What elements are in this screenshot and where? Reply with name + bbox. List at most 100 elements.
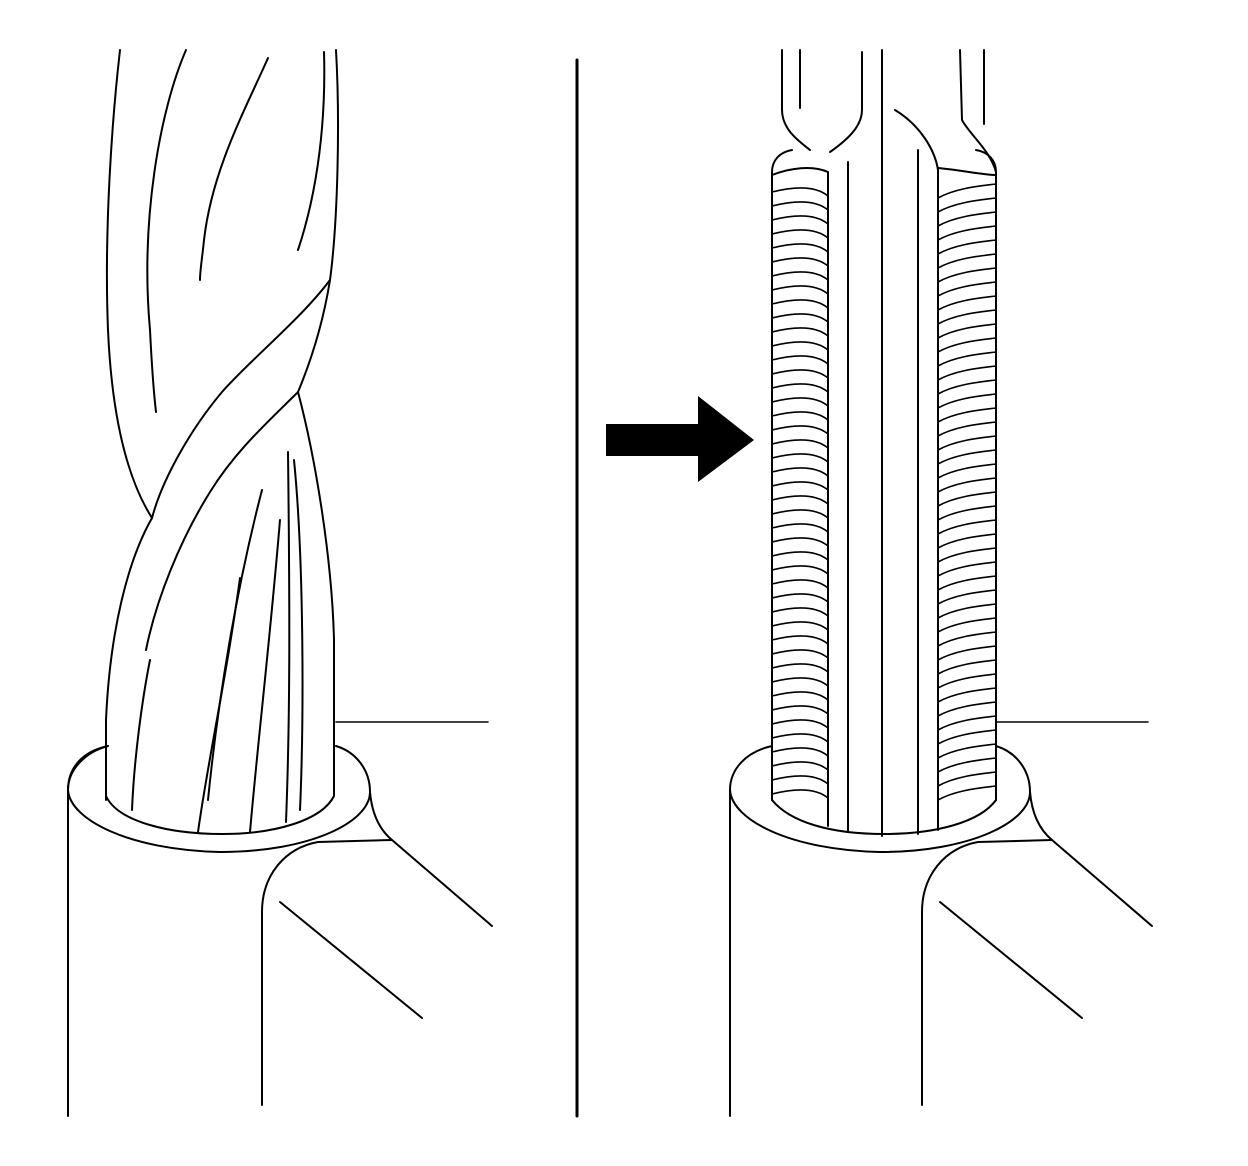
crimp-rib-right xyxy=(937,687,997,703)
crimp-rib-right xyxy=(937,407,997,423)
crimp-rib-left xyxy=(771,579,829,589)
crimp-rib-right xyxy=(937,771,997,787)
crimp-rib-right xyxy=(937,491,997,507)
right-second-wire-inner-line xyxy=(939,901,1083,1019)
crimp-rib-left xyxy=(771,593,829,603)
crimp-rib-right xyxy=(937,239,997,255)
crimp-rib-left xyxy=(771,663,829,673)
crimp-rib-left xyxy=(771,705,829,715)
crimp-rib-left xyxy=(771,691,829,701)
crimp-rib-left xyxy=(771,327,829,337)
left-bundle-top-strand-3 xyxy=(297,51,326,251)
crimp-rib-left xyxy=(771,439,829,449)
crimp-rib-left xyxy=(771,775,829,785)
crimp-rib-right xyxy=(937,659,997,675)
left-insulation-right-shoulder xyxy=(369,791,493,927)
left-lower-strand-4 xyxy=(285,451,291,823)
crimp-rib-right xyxy=(937,603,997,619)
left-lower-strand-3 xyxy=(249,519,281,833)
crimp-rib-right xyxy=(937,477,997,493)
crimp-rib-left xyxy=(771,355,829,365)
crimp-rib-left xyxy=(771,523,829,533)
crimp-rib-left xyxy=(771,425,829,435)
crimp-rib-right xyxy=(937,561,997,577)
left-lower-strand-5 xyxy=(293,459,304,811)
crimp-rib-right xyxy=(937,295,997,311)
right-panel-straight-wire xyxy=(729,49,1153,1117)
crimp-rib-left xyxy=(771,565,829,575)
right-top-left-cap xyxy=(771,167,829,176)
crimp-rib-left xyxy=(771,481,829,491)
crimp-rib-right xyxy=(937,519,997,535)
crimp-rib-left xyxy=(771,551,829,561)
left-bundle-top-strand-2 xyxy=(199,57,269,281)
crimp-rib-right xyxy=(937,435,997,451)
crimp-rib-right xyxy=(937,575,997,591)
crimp-rib-right xyxy=(937,421,997,437)
left-lower-strand-6 xyxy=(207,489,263,801)
crimp-rib-left xyxy=(771,243,829,253)
crimp-rib-right xyxy=(937,267,997,283)
crimp-rib-right xyxy=(937,715,997,731)
crimp-rib-right xyxy=(937,351,997,367)
left-second-wire-curve xyxy=(261,839,393,1106)
right-top-strand-2 xyxy=(829,51,863,153)
crimp-rib-left xyxy=(771,607,829,617)
crimp-rib-left xyxy=(771,789,829,799)
crimp-rib-right xyxy=(937,211,997,227)
crimp-rib-left xyxy=(771,719,829,729)
crimp-rib-left xyxy=(771,229,829,239)
crimp-rib-left xyxy=(771,761,829,771)
crimp-rib-right xyxy=(937,547,997,563)
crimp-rib-right xyxy=(937,309,997,325)
crimp-rib-right xyxy=(937,281,997,297)
right-crimp-ribs-left xyxy=(771,187,829,799)
crimp-rib-right xyxy=(937,225,997,241)
crimp-rib-left xyxy=(771,215,829,225)
crimp-rib-right xyxy=(937,337,997,353)
crimp-rib-right xyxy=(937,365,997,381)
crimp-rib-right xyxy=(937,197,997,213)
left-bundle-left-outline xyxy=(105,49,153,801)
crimp-rib-left xyxy=(771,257,829,267)
crimp-rib-left xyxy=(771,299,829,309)
right-second-wire-curve xyxy=(921,839,1053,1106)
crimp-rib-left xyxy=(771,341,829,351)
crimp-rib-right xyxy=(937,589,997,605)
right-crimp-ribs-right xyxy=(937,183,997,801)
crimp-rib-right xyxy=(937,631,997,647)
crimp-rib-right xyxy=(937,701,997,717)
crimp-rib-left xyxy=(771,635,829,645)
left-conductor-opening xyxy=(105,795,335,835)
right-top-right-cap xyxy=(937,167,997,176)
right-bundle-left-outline xyxy=(771,149,793,801)
crimp-rib-left xyxy=(771,397,829,407)
crimp-rib-left xyxy=(771,677,829,687)
crimp-rib-left xyxy=(771,453,829,463)
crimp-rib-left xyxy=(771,411,829,421)
left-bundle-right-outline xyxy=(297,49,339,796)
crimp-rib-right xyxy=(937,645,997,661)
crimp-rib-left xyxy=(771,509,829,519)
crimp-rib-right xyxy=(937,505,997,521)
crimp-rib-left xyxy=(771,733,829,743)
crimp-rib-left xyxy=(771,495,829,505)
crimp-rib-right xyxy=(937,463,997,479)
crimp-rib-left xyxy=(771,201,829,211)
right-conductor-opening xyxy=(771,799,997,835)
crimp-rib-right xyxy=(937,743,997,759)
crimp-rib-left xyxy=(771,285,829,295)
crimp-rib-right xyxy=(937,785,997,801)
crimp-rib-left xyxy=(771,649,829,659)
crimp-rib-right xyxy=(937,729,997,745)
crimp-rib-right xyxy=(937,393,997,409)
right-arrow-icon xyxy=(606,396,754,482)
left-helix-front-band-upper xyxy=(151,279,331,519)
left-panel-twisted-wire xyxy=(67,49,493,1117)
crimp-rib-right xyxy=(937,379,997,395)
crimp-rib-right xyxy=(937,183,997,199)
crimp-rib-right xyxy=(937,533,997,549)
right-insulation-right-shoulder xyxy=(1029,791,1153,927)
